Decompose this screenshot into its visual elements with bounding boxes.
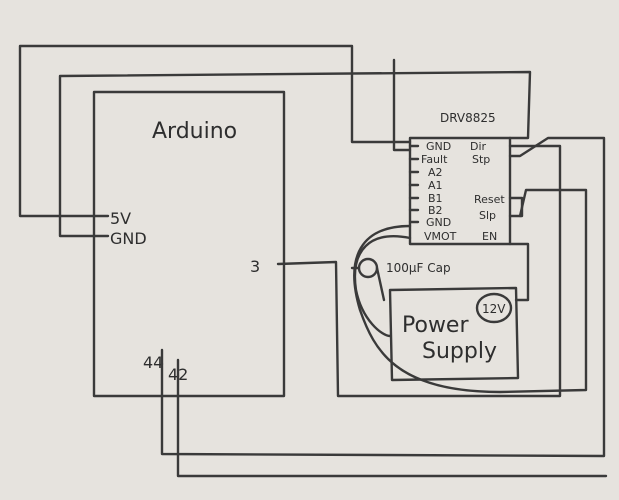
wire-pin3-dir [276, 144, 562, 398]
drv8825-board [408, 136, 512, 246]
drv-pin-reset: Reset [474, 193, 505, 206]
drv-pin-stp: Stp [472, 153, 490, 166]
power-supply-box [388, 286, 520, 382]
voltage-badge-outline [475, 292, 513, 324]
wire-supply-right [508, 242, 530, 302]
wire-5v [18, 44, 412, 218]
power-supply-line1: Power [402, 313, 469, 338]
wire-vertical-driver [392, 58, 412, 152]
voltage-badge: 12V [482, 302, 506, 316]
wire-gnd-supply [353, 188, 588, 394]
drv-pin-b1: B1 [428, 192, 443, 205]
drv-pin-a2: A2 [428, 166, 443, 179]
arduino-pin-44: 44 [143, 353, 163, 372]
wire-capacitor [350, 266, 386, 302]
drv-pin-gnd: GND [426, 140, 451, 153]
drv-pin-fault: Fault [421, 153, 448, 166]
arduino-pin-3: 3 [250, 257, 260, 276]
drv-pin-slp: Slp [479, 209, 496, 222]
arduino-board [92, 90, 286, 398]
drv8825-title: DRV8825 [440, 111, 496, 125]
wire-pin44-stp [160, 136, 606, 458]
arduino-pin-5v: 5V [110, 209, 131, 228]
power-supply-line2: Supply [422, 339, 497, 364]
drv8825-left-pin-labels: GND Fault A2 A1 B1 B2 GND VMOT [421, 140, 457, 243]
wires [18, 44, 608, 478]
drv-pin-gnd-2: GND [426, 216, 451, 229]
drv-pin-en: EN [482, 230, 497, 243]
drv8825-right-pin-labels: Dir Stp Reset Slp EN [470, 140, 505, 243]
capacitor-label: 100µF Cap [386, 261, 451, 275]
drv-pin-vmot: VMOT [424, 230, 457, 243]
drv-pin-a1: A1 [428, 179, 443, 192]
drv8825-pin-ticks [408, 144, 420, 224]
drv-pin-b2: B2 [428, 204, 443, 217]
wire-pin42 [176, 374, 608, 478]
capacitor-symbol [357, 257, 379, 279]
wire-gnd [58, 70, 532, 238]
arduino-pin-gnd: GND [110, 229, 147, 248]
drv-pin-dir: Dir [470, 140, 487, 153]
arduino-title: Arduino [152, 119, 237, 144]
